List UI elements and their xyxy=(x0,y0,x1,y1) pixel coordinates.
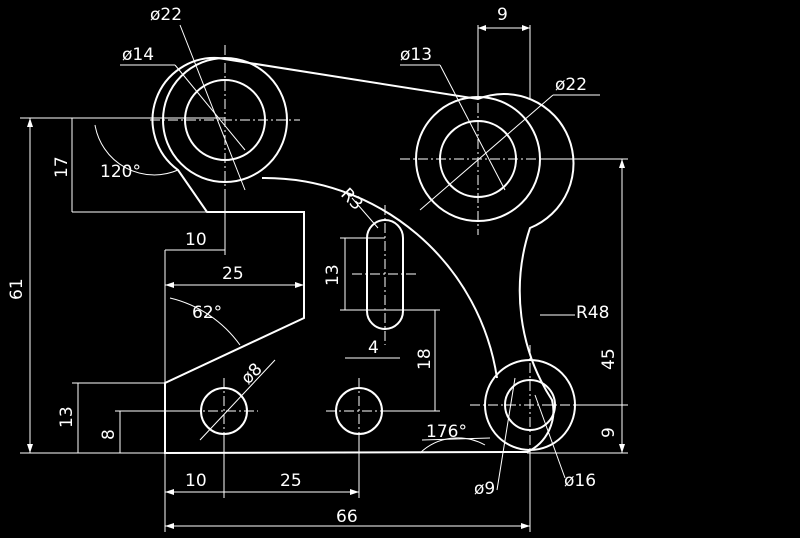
dim-dia8: ø8 xyxy=(237,359,266,388)
dim-height-17: 17 xyxy=(52,156,72,178)
center-lines xyxy=(150,45,590,460)
inner-arc xyxy=(261,176,498,379)
dim-height-13-left: 13 xyxy=(57,406,77,428)
dim-slot-18: 18 xyxy=(415,348,435,370)
dim-width-10-lower: 10 xyxy=(185,471,207,491)
dim-slot-4: 4 xyxy=(368,338,379,358)
dim-radius-r48: R48 xyxy=(576,303,609,323)
dim-dia22-top: ø22 xyxy=(150,5,182,25)
dim-height-61: 61 xyxy=(7,278,27,300)
dim-width-10-upper: 10 xyxy=(185,230,207,250)
dim-slot-13: 13 xyxy=(323,264,343,286)
outer-profile xyxy=(151,56,575,455)
dim-width-25-lower: 25 xyxy=(280,471,302,491)
dim-top-9: 9 xyxy=(497,5,508,25)
dim-height-45: 45 xyxy=(599,348,619,370)
dim-angle-176: 176° xyxy=(426,422,467,442)
dim-width-66: 66 xyxy=(336,507,358,527)
dim-dia13: ø13 xyxy=(400,45,432,65)
dim-angle-62: 62° xyxy=(192,303,222,323)
dim-dia14: ø14 xyxy=(122,45,154,65)
dim-angle-120: 120° xyxy=(100,162,141,182)
labels: ø22 ø14 ø13 ø22 9 17 120° 61 10 25 62° 1… xyxy=(7,5,619,527)
dim-width-25-upper: 25 xyxy=(222,264,244,284)
arrowheads xyxy=(27,25,625,529)
dim-dia9: ø9 xyxy=(474,479,495,499)
dimension-lines xyxy=(20,24,628,532)
dim-right-9: 9 xyxy=(599,427,619,438)
dim-dia16: ø16 xyxy=(564,471,596,491)
dim-height-8: 8 xyxy=(99,429,119,440)
dim-dia22-right: ø22 xyxy=(555,75,587,95)
